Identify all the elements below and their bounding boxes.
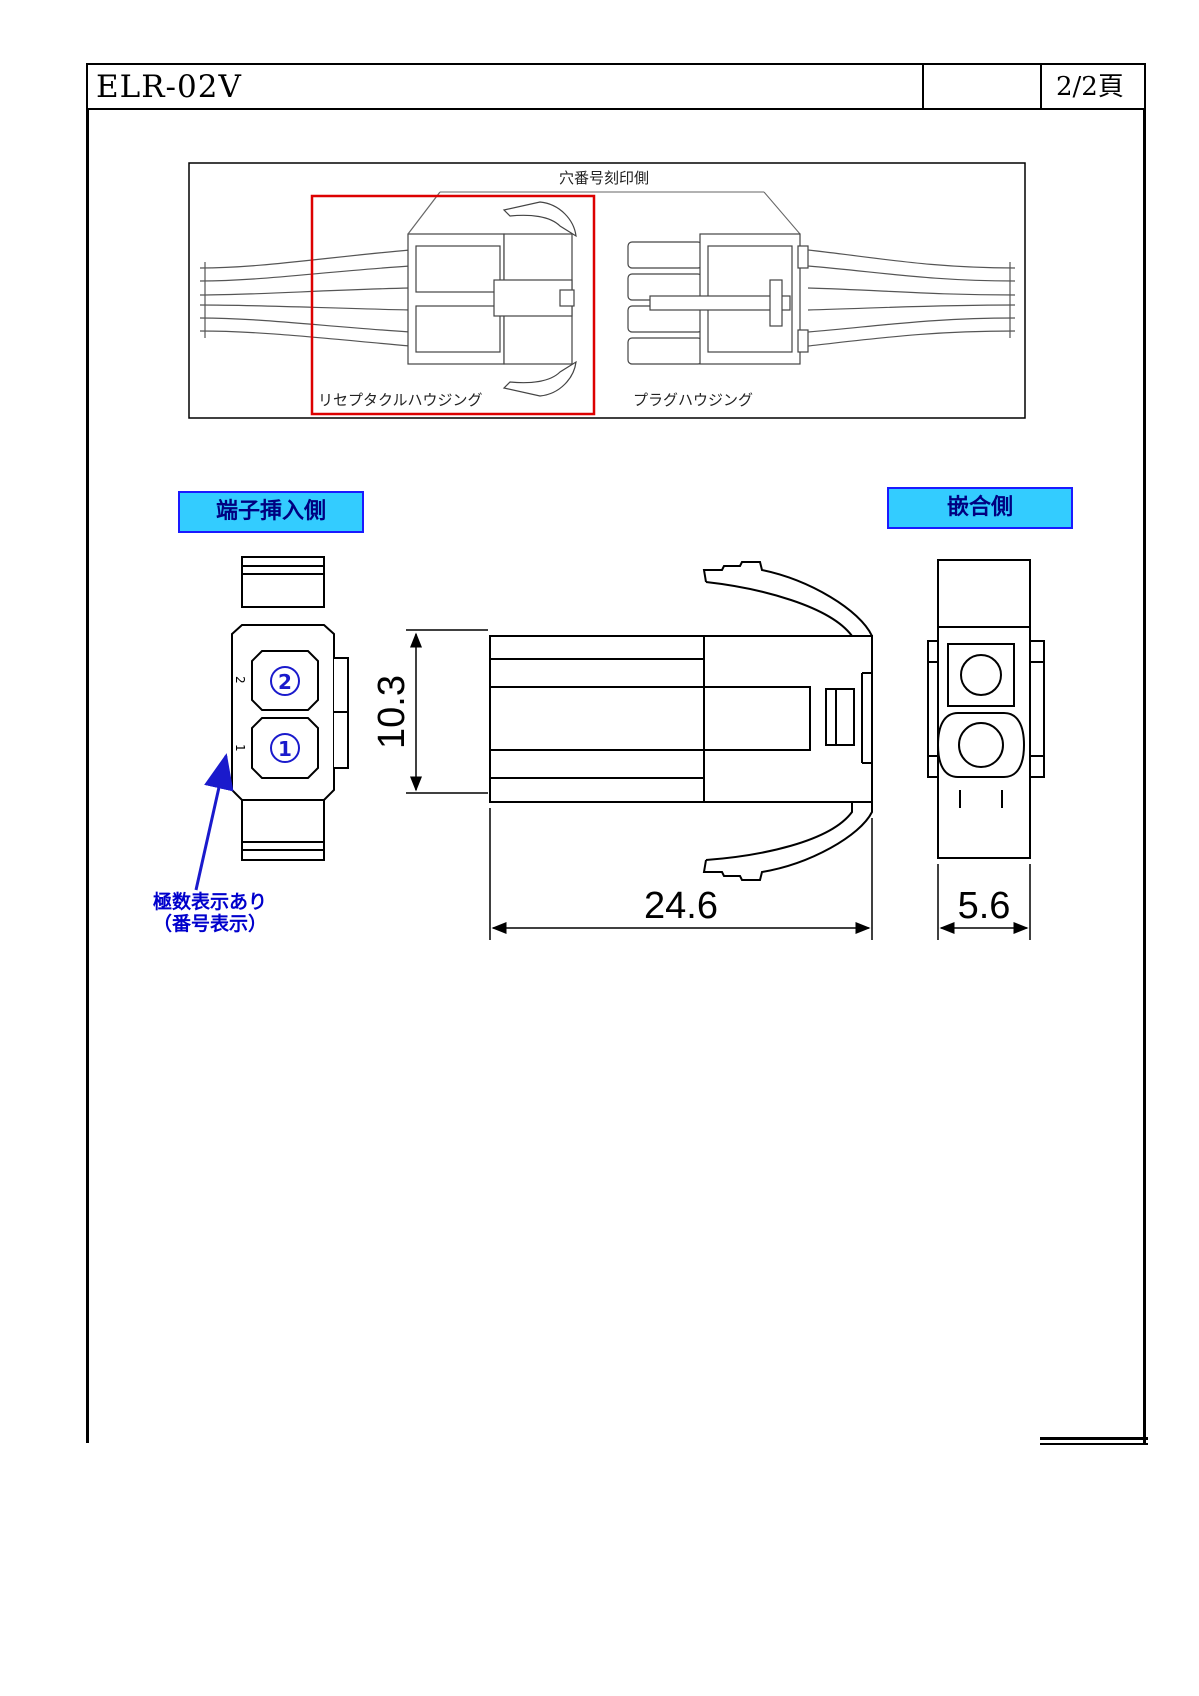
connector-photo: 穴番号刻印側 リセプタクルハウジング プラグハ	[188, 162, 1026, 419]
caption-plug-housing: プラグハウジング	[633, 391, 753, 409]
polarity-note: 極数表示あり （番号表示）	[130, 891, 290, 935]
bottom-rule-top	[1040, 1437, 1148, 1440]
dimension-length	[489, 808, 873, 940]
pin-1-number: 1	[278, 737, 292, 761]
title-block: ELR-02V 2/2頁	[86, 63, 1146, 110]
bottom-rule-bottom	[1040, 1443, 1148, 1445]
dimension-height	[406, 629, 488, 794]
caption-receptacle-housing: リセプタクルハウジング	[318, 391, 483, 409]
mating-side-label: 嵌合側	[887, 487, 1073, 529]
dimension-length-value: 24.6	[644, 885, 718, 927]
title-block-page-cell: 2/2頁	[1040, 65, 1146, 108]
caption-hole-number-side: 穴番号刻印側	[559, 169, 649, 187]
dimension-width-value: 5.6	[958, 885, 1011, 927]
pin-2-engraving: 2	[233, 676, 247, 684]
pin-2-number: 2	[278, 670, 292, 694]
receptacle-highlight-box	[310, 194, 596, 416]
pin-1-engraving: 1	[233, 744, 247, 752]
document-title: ELR-02V	[96, 69, 242, 105]
insertion-side-view	[222, 556, 349, 861]
dimension-width	[937, 864, 1031, 940]
polarity-note-line2: （番号表示）	[152, 913, 267, 935]
mating-side-view	[927, 559, 1045, 859]
side-view	[489, 561, 873, 881]
dimension-height-value: 10.3	[371, 675, 413, 749]
page-number: 2/2頁	[1056, 72, 1124, 102]
title-block-blank-cell	[922, 65, 1042, 108]
polarity-arrow	[194, 753, 234, 891]
insertion-side-label: 端子挿入側	[178, 491, 364, 533]
polarity-note-line1: 極数表示あり	[152, 891, 267, 913]
